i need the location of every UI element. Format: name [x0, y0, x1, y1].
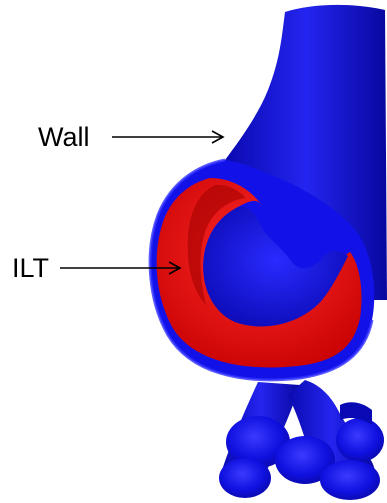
- ilt-label: ILT: [12, 255, 49, 282]
- branch-vessels: [219, 380, 384, 500]
- wall-label: Wall: [38, 124, 90, 151]
